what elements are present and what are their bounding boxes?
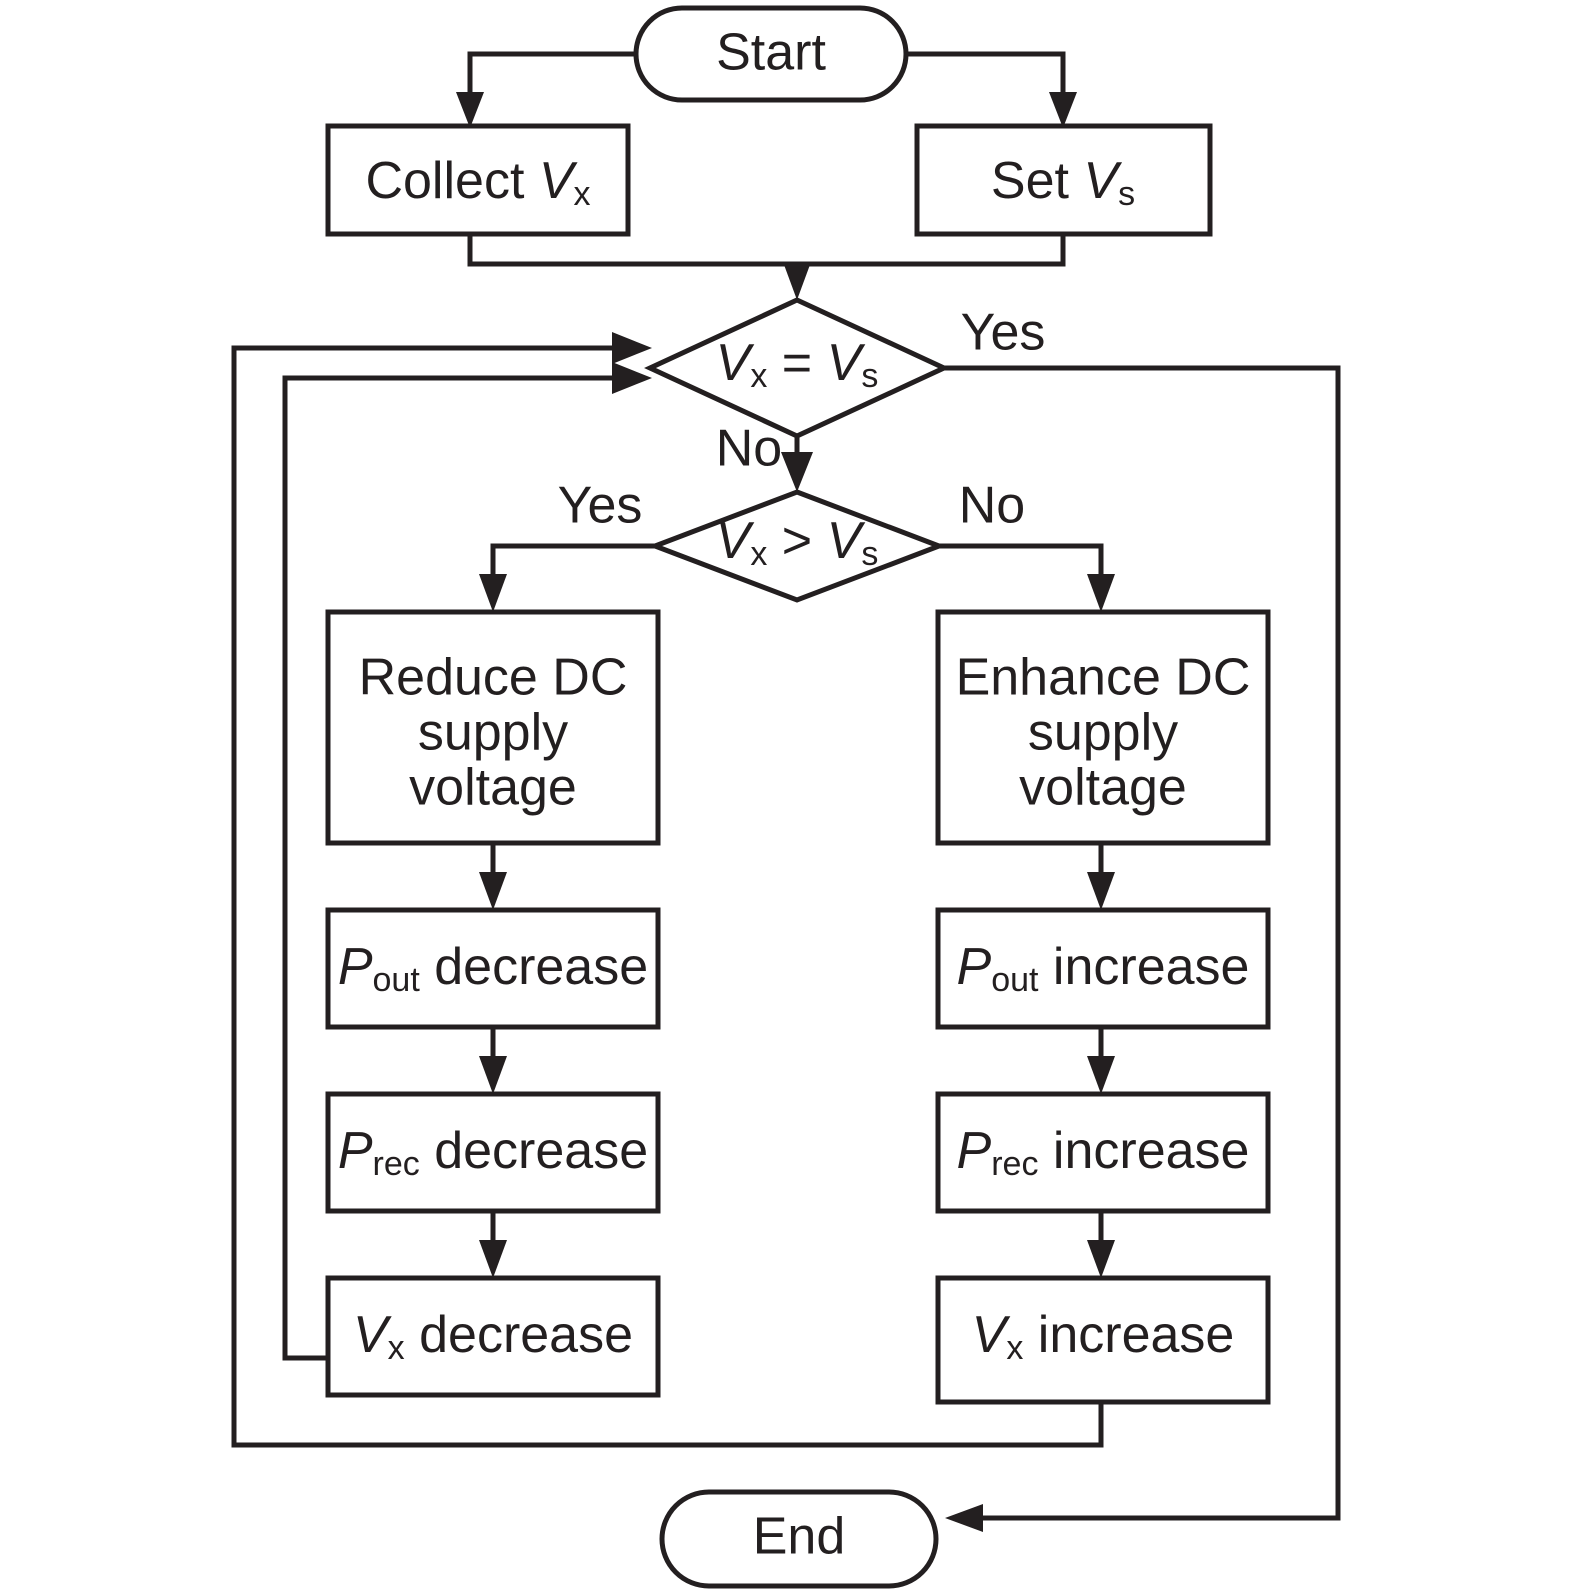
node-enhance-dc-line2: supply (1028, 704, 1178, 762)
node-collect-vx-label: Collect Vx (365, 152, 590, 213)
node-prec-decrease-label: Prec decrease (338, 1122, 648, 1183)
node-set-vs[interactable] (914, 123, 1213, 237)
arrowhead-equal-no-to-greater (781, 452, 813, 492)
edge-label-greater-yes: Yes (558, 477, 643, 535)
edge-start-to-set (906, 51, 1066, 108)
edge-equal-yes-to-end (944, 365, 1341, 1521)
node-pout-increase[interactable] (935, 907, 1271, 1030)
node-end[interactable] (659, 1489, 939, 1589)
node-enhance-dc-line3: voltage (1019, 759, 1187, 817)
arrowhead-enhance-to-pout-inc (1087, 872, 1115, 910)
node-vx-decrease-label: Vx decrease (353, 1306, 633, 1367)
node-pout-decrease[interactable] (325, 907, 661, 1030)
arrowhead-greater-yes-to-reduce (479, 574, 507, 612)
edge-start-to-collect (467, 51, 636, 108)
arrowhead-reduce-to-pout-dec (479, 872, 507, 910)
edge-label-equal-no: No (716, 420, 782, 478)
node-collect-vx[interactable] (325, 123, 631, 237)
node-decision-vx-greater-vs-label: Vx > Vs (716, 512, 879, 573)
node-pout-increase-label: Pout increase (957, 938, 1250, 999)
arrowhead-vx-dec-feedback (612, 362, 652, 394)
node-decision-vx-equals-vs-label: Vx = Vs (716, 334, 879, 395)
node-decision-vx-equals-vs[interactable] (644, 297, 950, 439)
node-enhance-dc-supply-voltage[interactable] (935, 609, 1271, 846)
node-prec-increase-label: Prec increase (957, 1122, 1250, 1183)
edge-vx-dec-feedback (282, 375, 620, 1361)
node-prec-decrease[interactable] (325, 1091, 661, 1214)
arrowhead-start-to-set (1049, 92, 1077, 128)
node-enhance-dc-line1: Enhance DC (956, 649, 1251, 707)
node-vx-increase[interactable] (935, 1275, 1271, 1405)
node-prec-increase[interactable] (935, 1091, 1271, 1214)
node-reduce-dc-supply-voltage[interactable] (325, 609, 661, 846)
node-pout-decrease-label: Pout decrease (338, 938, 648, 999)
node-start[interactable] (633, 5, 909, 103)
arrowhead-pout-inc-to-prec-inc (1087, 1056, 1115, 1094)
edge-label-greater-no: No (959, 477, 1025, 535)
node-vx-increase-label: Vx increase (972, 1306, 1235, 1367)
node-decision-vx-greater-vs[interactable] (647, 489, 947, 603)
node-start-label: Start (716, 24, 826, 82)
edge-greater-no-to-enhance (939, 543, 1104, 584)
node-vx-decrease[interactable] (325, 1275, 661, 1398)
arrowhead-prec-inc-to-vx-inc (1087, 1240, 1115, 1278)
node-set-vs-label: Set Vs (991, 152, 1135, 213)
edge-greater-yes-to-reduce (490, 543, 655, 584)
edge-collect-set-merge (467, 234, 1066, 267)
arrowhead-pout-dec-to-prec-dec (479, 1056, 507, 1094)
node-reduce-dc-line2: supply (418, 704, 568, 762)
arrowhead-merge-to-decision-equal (783, 262, 811, 300)
node-reduce-dc-line1: Reduce DC (359, 649, 628, 707)
arrowhead-start-to-collect (456, 92, 484, 128)
arrowhead-vx-inc-feedback (612, 332, 652, 364)
arrowhead-prec-dec-to-vx-dec (479, 1240, 507, 1278)
node-end-label: End (753, 1508, 846, 1566)
arrowhead-greater-no-to-enhance (1087, 574, 1115, 612)
arrowhead-equal-yes-to-end (945, 1504, 983, 1532)
node-reduce-dc-line3: voltage (409, 759, 577, 817)
edge-label-equal-yes: Yes (961, 304, 1046, 362)
edge-vx-inc-feedback (231, 345, 1104, 1448)
